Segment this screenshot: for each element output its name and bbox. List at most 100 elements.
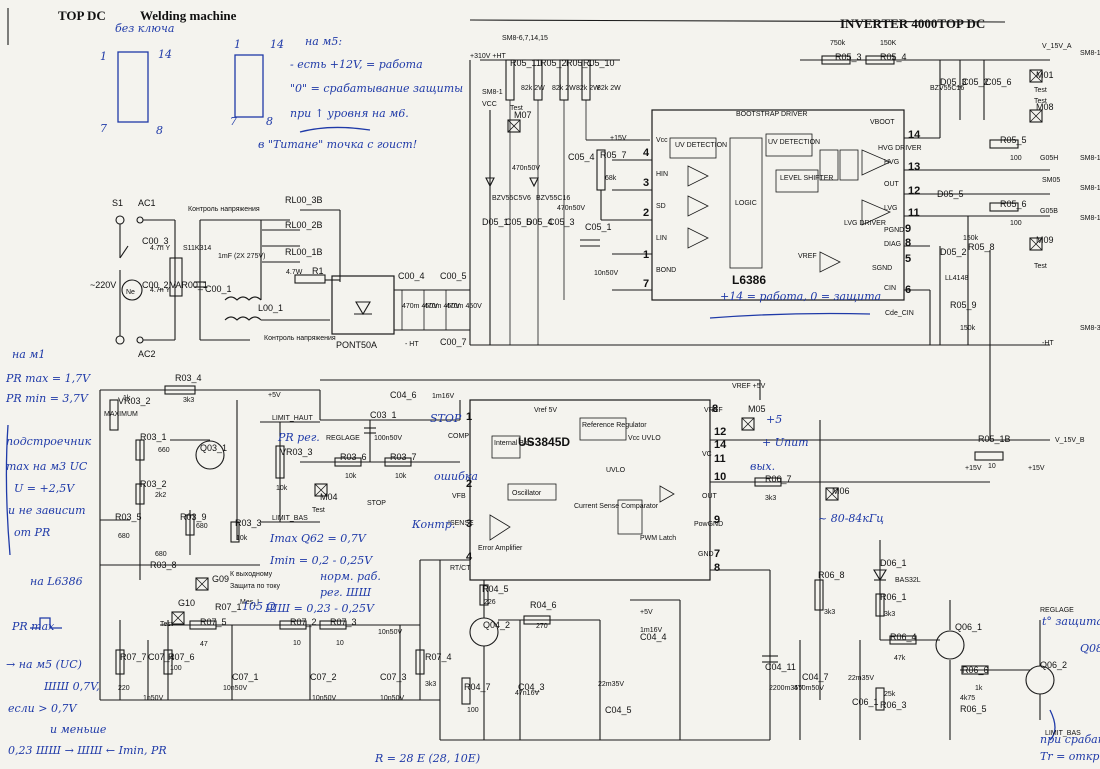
component-value: 82k 2W	[576, 85, 600, 92]
net-label: MAXIMUM	[104, 411, 138, 418]
net-label: LIMIT_BAS	[272, 515, 308, 522]
component-ref: Q04_2	[483, 620, 510, 630]
svg-text:RT/CT: RT/CT	[450, 565, 471, 572]
driver-pin-number: 11	[908, 207, 920, 219]
component-value: 3k3	[425, 681, 436, 688]
component-value: 10k	[276, 485, 288, 492]
handwritten-note: + Uпит	[762, 436, 809, 449]
component-ref: AC1	[138, 198, 156, 208]
svg-text:BOOTSTRAP DRIVER: BOOTSTRAP DRIVER	[736, 111, 807, 118]
handwritten-note: ШШ = 0,23 - 0,25V	[264, 602, 375, 615]
net-label: G05H	[1040, 155, 1058, 162]
handwritten-note: ШШ 0,7V,	[43, 680, 100, 693]
handwritten-note: Контр.	[411, 518, 455, 531]
component-value: 470m 450V	[446, 303, 482, 310]
test-point-m04	[314, 483, 328, 497]
component-ref: VR03_3	[280, 447, 313, 457]
component-ref: C05_3	[548, 217, 575, 227]
component-value: 1k	[123, 395, 131, 402]
component-value: 82k 2W	[597, 85, 621, 92]
handwritten-note: ошибка	[434, 470, 478, 483]
driver-ic-l6386	[651, 109, 905, 301]
component-ref: M05	[748, 404, 766, 414]
pwm-pin-number: 3	[466, 518, 472, 530]
handwritten-note: без ключа	[115, 22, 174, 35]
component-ref: R03_7	[390, 452, 417, 462]
net-label: +15V	[1028, 465, 1045, 472]
svg-text:Error Amplifier: Error Amplifier	[478, 545, 523, 552]
component-value: 1n50V	[143, 695, 164, 702]
component-ref: R06_5	[960, 704, 987, 714]
pwm-pin-number: 9	[714, 514, 720, 526]
component-ref: C07_2	[310, 672, 337, 682]
net-label: Mes_I	[240, 599, 259, 606]
component-value: 3k3	[765, 495, 776, 502]
net-label: К выходному	[230, 571, 273, 578]
component-ref: R03_4	[175, 373, 202, 383]
component-ref: C04_5	[605, 705, 632, 715]
component-value: 470m50V	[794, 685, 824, 692]
component-ref: G09	[212, 574, 229, 584]
component-ref: C00_2	[142, 280, 169, 290]
component-value: 680	[118, 533, 130, 540]
driver-pin-number: 4	[643, 147, 650, 159]
component-ref: M09	[1036, 235, 1054, 245]
svg-text:OUT: OUT	[884, 181, 900, 188]
component-value: 47n16V	[515, 690, 539, 697]
handwritten-note: Imin = 0,2 - 0,25V	[269, 554, 373, 567]
neon-lamp	[121, 279, 143, 301]
component-ref: R05_8	[968, 242, 995, 252]
handwritten-note: если > 0,7V	[8, 702, 77, 715]
svg-text:CIN: CIN	[884, 285, 896, 292]
handwritten-note: при ↑ уровня на м6.	[290, 107, 409, 120]
svg-text:UV DETECTION: UV DETECTION	[675, 142, 727, 149]
component-ref: Q06_2	[1040, 660, 1067, 670]
net-label: SM8-12	[1080, 50, 1100, 57]
svg-text:8: 8	[266, 115, 273, 128]
component-value: 10	[988, 463, 996, 470]
net-label: LIMIT_HAUT	[272, 415, 314, 422]
component-ref: R07_1	[215, 602, 242, 612]
svg-text:GND: GND	[698, 551, 714, 558]
component-ref: R05_2	[540, 58, 567, 68]
component-ref: C04_7	[802, 672, 829, 682]
svg-text:LOGIC: LOGIC	[735, 200, 757, 207]
svg-text:Vcc UVLO: Vcc UVLO	[628, 435, 661, 442]
transistor-q03-1	[195, 440, 225, 470]
component-ref: C07_3	[380, 672, 407, 682]
component-ref: D05_5	[937, 189, 964, 199]
component-ref: R03_1	[140, 432, 167, 442]
component-ref: R04_7	[464, 682, 491, 692]
bridge-rectifier	[331, 275, 395, 335]
test-point-m08	[1029, 109, 1043, 123]
component-value: 220	[118, 685, 130, 692]
component-value: 22m35V	[848, 675, 874, 682]
svg-text:8: 8	[156, 124, 163, 137]
component-value: 1m16V	[640, 627, 663, 634]
component-ref: C05_1	[585, 222, 612, 232]
net-label: SM8-11	[1080, 185, 1100, 192]
svg-text:1: 1	[234, 38, 241, 51]
component-value: 22m35V	[598, 681, 624, 688]
handwritten-note: 0,23 ШШ → ШШ ← Imin, PR	[8, 744, 167, 757]
component-ref: R03_5	[115, 512, 142, 522]
component-ref: M08	[1036, 102, 1054, 112]
component-value: LL4148	[945, 275, 968, 282]
net-label: Контроль напряжения	[264, 335, 336, 342]
driver-ic-label: L6386	[732, 273, 766, 287]
bridge-label: PONT50A	[336, 340, 377, 350]
svg-text:Internal Bias: Internal Bias	[494, 440, 533, 447]
net-label: V_15V_B	[1055, 437, 1085, 444]
test-point-g09	[195, 577, 209, 591]
component-ref: RL00_3B	[285, 195, 323, 205]
component-value: 1k	[975, 685, 983, 692]
handwritten-note: вых.	[750, 460, 775, 473]
component-value: 470n50V	[512, 165, 540, 172]
component-value: 2200m35V	[769, 685, 803, 692]
component-value: 680	[155, 551, 167, 558]
handwritten-note: Q08	[1080, 642, 1100, 655]
component-value: BZV55C5V6	[492, 195, 531, 202]
pwm-pin-number: 1	[466, 411, 472, 423]
